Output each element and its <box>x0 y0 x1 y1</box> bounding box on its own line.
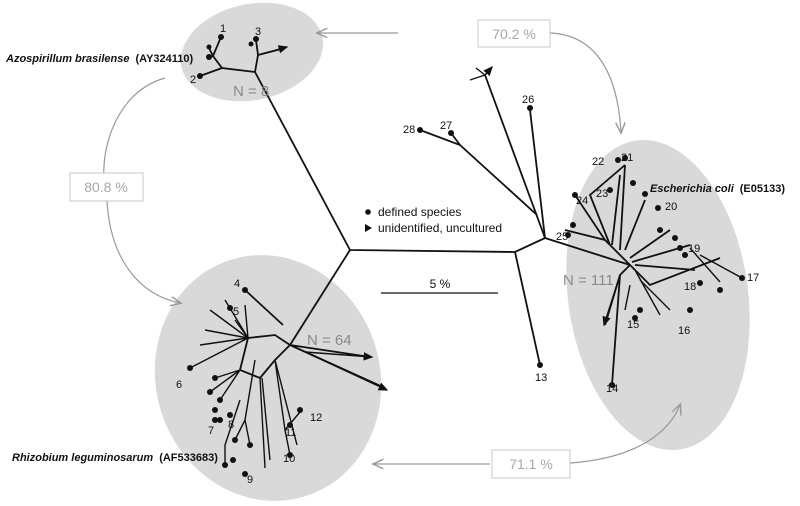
subtree-azospirillum <box>197 34 289 79</box>
svg-text:27: 27 <box>440 120 452 132</box>
n-label-ecoli: N = 111 <box>563 272 614 289</box>
svg-text:13: 13 <box>535 372 547 384</box>
svg-text:12: 12 <box>310 412 322 424</box>
cluster-rhizobium <box>154 255 382 501</box>
svg-text:8: 8 <box>228 419 234 431</box>
svg-text:14: 14 <box>606 383 618 395</box>
svg-text:22: 22 <box>592 156 604 168</box>
svg-text:28: 28 <box>403 124 415 136</box>
svg-text:7: 7 <box>208 425 214 437</box>
svg-text:5 %: 5 % <box>430 277 451 291</box>
svg-text:24: 24 <box>576 195 588 207</box>
svg-text:23: 23 <box>596 188 608 200</box>
svg-text:70.2 %: 70.2 % <box>492 26 536 42</box>
pct-box-rhizo-ecoli: 71.1 % <box>491 449 571 479</box>
pct-box-azo-ecoli: 70.2 % <box>477 19 551 48</box>
svg-text:3: 3 <box>255 26 261 38</box>
svg-text:71.1 %: 71.1 % <box>509 456 553 472</box>
arc-rhizo-ecoli-2 <box>569 405 680 464</box>
cluster-azospirillum <box>180 2 324 102</box>
pct-box-azo-rhizo: 80.8 % <box>69 172 144 202</box>
svg-text:15: 15 <box>627 319 639 331</box>
leaf-numbers: 1 2 3 4 5 6 7 8 9 10 11 12 13 14 15 16 1… <box>176 23 759 486</box>
svg-text:21: 21 <box>621 152 633 164</box>
svg-text:2: 2 <box>190 74 196 86</box>
svg-text:5: 5 <box>233 306 239 318</box>
svg-text:unidentified, uncultured: unidentified, uncultured <box>378 221 502 235</box>
svg-text:18: 18 <box>684 281 696 293</box>
tree-backbone <box>254 71 631 366</box>
species-label-ecoli: Escherichia coli(E05133) <box>650 183 785 195</box>
species-label-rhizobium: Rhizobium leguminosarum(AF533683) <box>12 452 218 464</box>
subtree-ecoli <box>564 155 745 388</box>
svg-text:9: 9 <box>247 474 253 486</box>
svg-text:defined species: defined species <box>378 205 461 219</box>
svg-text:6: 6 <box>176 379 182 391</box>
n-label-rhizobium: N = 64 <box>307 332 352 349</box>
n-label-azospirillum: N = 8 <box>233 83 269 100</box>
svg-text:80.8 %: 80.8 % <box>84 179 128 195</box>
unidentified-arrow-icon <box>365 224 372 232</box>
svg-text:25: 25 <box>556 231 568 243</box>
svg-text:4: 4 <box>234 278 240 290</box>
svg-text:10: 10 <box>283 453 295 465</box>
svg-text:16: 16 <box>678 325 690 337</box>
svg-text:26: 26 <box>522 94 534 106</box>
legend: defined species unidentified, uncultured <box>365 205 502 235</box>
scale-bar: 5 % <box>381 277 498 294</box>
svg-text:20: 20 <box>665 201 677 213</box>
arc-azo-ecoli-2 <box>549 32 621 132</box>
species-label-azospirillum: Azospirillum brasilense(AY324110) <box>5 53 194 65</box>
svg-text:1: 1 <box>220 23 226 35</box>
subtree-rhizobium <box>187 287 389 477</box>
svg-text:19: 19 <box>688 243 700 255</box>
svg-text:17: 17 <box>747 272 759 284</box>
cluster-ecoli <box>566 140 750 450</box>
defined-species-dot-icon <box>365 209 371 215</box>
svg-text:11: 11 <box>285 427 296 439</box>
